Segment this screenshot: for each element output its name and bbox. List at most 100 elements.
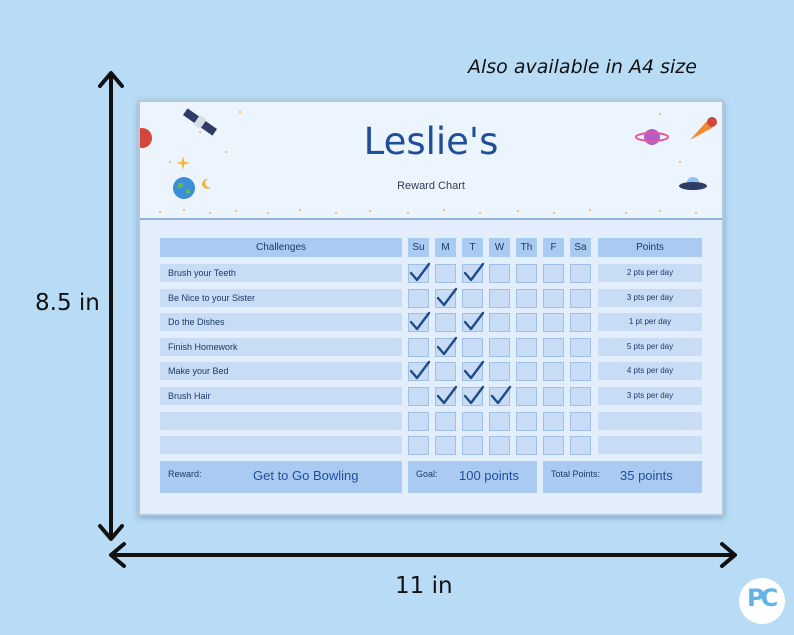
moon-icon (202, 178, 211, 189)
day-checkbox[interactable] (489, 337, 510, 357)
challenge-label: Make your Bed (160, 362, 402, 381)
earth-icon (173, 177, 195, 199)
day-header-4: Th (516, 238, 537, 257)
challenge-label: Be Nice to your Sister (160, 288, 402, 307)
day-checkbox[interactable] (408, 361, 431, 382)
day-checkbox[interactable] (435, 264, 456, 283)
points-header: Points (598, 238, 702, 257)
planet-icon (140, 128, 152, 148)
day-checkbox[interactable] (435, 336, 458, 357)
brand-logo: PC (739, 578, 785, 624)
day-checkbox[interactable] (462, 288, 483, 308)
goal-label: Goal: (416, 469, 438, 479)
day-checkbox[interactable] (516, 362, 537, 382)
day-checkbox[interactable] (462, 436, 483, 456)
day-header-5: F (543, 238, 564, 257)
day-checkbox[interactable] (489, 362, 510, 382)
day-checkbox[interactable] (408, 337, 429, 357)
width-dimension-arrow (109, 542, 737, 568)
day-checkbox[interactable] (489, 385, 512, 406)
day-checkbox[interactable] (489, 264, 510, 283)
day-checkbox[interactable] (543, 411, 564, 431)
day-checkbox[interactable] (462, 311, 485, 333)
day-header-6: Sa (570, 238, 591, 257)
day-checkbox[interactable] (543, 288, 564, 308)
points-value (598, 411, 702, 430)
day-checkbox[interactable] (435, 385, 458, 406)
day-checkbox[interactable] (570, 288, 591, 308)
challenge-label (160, 436, 402, 455)
day-checkbox[interactable] (408, 288, 429, 308)
total-points-label: Total Points: (551, 469, 601, 479)
day-checkbox[interactable] (543, 313, 564, 333)
total-points-value: 35 points (620, 468, 673, 483)
day-checkbox[interactable] (570, 337, 591, 357)
day-checkbox[interactable] (489, 411, 510, 431)
reward-box: Reward: Get to Go Bowling (160, 461, 402, 493)
day-checkbox[interactable] (435, 362, 456, 382)
day-checkbox[interactable] (516, 313, 537, 333)
day-checkbox[interactable] (408, 262, 431, 283)
day-checkbox[interactable] (570, 411, 591, 431)
day-checkbox[interactable] (462, 411, 483, 431)
chart-subtitle: Reward Chart (397, 180, 465, 192)
day-checkbox[interactable] (570, 264, 591, 283)
reward-label: Reward: (168, 469, 202, 479)
day-checkbox[interactable] (543, 387, 564, 406)
day-checkbox[interactable] (543, 337, 564, 357)
day-checkbox[interactable] (462, 361, 485, 382)
day-checkbox[interactable] (570, 313, 591, 333)
planet-ring-icon (635, 129, 669, 145)
total-points-box: Total Points: 35 points (543, 461, 702, 493)
width-label: 11 in (395, 573, 453, 599)
chart-header: Leslie's Reward Chart (140, 102, 722, 220)
points-value: 3 pts per day (598, 387, 702, 405)
challenge-label: Brush Hair (160, 387, 402, 405)
day-checkbox[interactable] (462, 385, 485, 406)
day-checkbox[interactable] (408, 411, 429, 431)
day-checkbox[interactable] (489, 288, 510, 308)
challenge-label: Finish Homework (160, 337, 402, 356)
challenge-label: Do the Dishes (160, 313, 402, 332)
day-checkbox[interactable] (489, 436, 510, 456)
challenge-label: Brush your Teeth (160, 264, 402, 282)
day-checkbox[interactable] (516, 411, 537, 431)
day-checkbox[interactable] (543, 436, 564, 456)
day-checkbox[interactable] (435, 436, 456, 456)
child-name-title: Leslie's (363, 120, 499, 163)
day-checkbox[interactable] (489, 313, 510, 333)
day-checkbox[interactable] (408, 311, 431, 333)
day-checkbox[interactable] (570, 362, 591, 382)
day-header-2: T (462, 238, 483, 257)
day-checkbox[interactable] (543, 362, 564, 382)
points-value: 4 pts per day (598, 362, 702, 381)
day-header-0: Su (408, 238, 429, 257)
ufo-icon (679, 177, 707, 190)
points-value: 2 pts per day (598, 264, 702, 282)
day-checkbox[interactable] (516, 288, 537, 308)
height-dimension-arrow (98, 71, 124, 541)
availability-caption: Also available in A4 size (468, 56, 697, 78)
day-checkbox[interactable] (516, 387, 537, 406)
goal-value: 100 points (459, 468, 519, 483)
goal-box: Goal: 100 points (408, 461, 537, 493)
day-checkbox[interactable] (543, 264, 564, 283)
day-checkbox[interactable] (408, 436, 429, 456)
day-checkbox[interactable] (435, 287, 458, 308)
day-checkbox[interactable] (570, 436, 591, 456)
challenge-label (160, 411, 402, 430)
points-value: 3 pts per day (598, 288, 702, 307)
day-checkbox[interactable] (435, 313, 456, 333)
day-checkbox[interactable] (462, 337, 483, 357)
reward-value: Get to Go Bowling (253, 468, 359, 483)
rocket-comet-icon (690, 117, 717, 140)
day-checkbox[interactable] (408, 387, 429, 406)
day-checkbox[interactable] (516, 436, 537, 456)
day-checkbox[interactable] (516, 264, 537, 283)
challenges-header: Challenges (160, 238, 402, 257)
day-checkbox[interactable] (516, 337, 537, 357)
day-checkbox[interactable] (435, 411, 456, 431)
day-checkbox[interactable] (570, 387, 591, 406)
day-checkbox[interactable] (462, 262, 485, 283)
day-header-1: M (435, 238, 456, 257)
